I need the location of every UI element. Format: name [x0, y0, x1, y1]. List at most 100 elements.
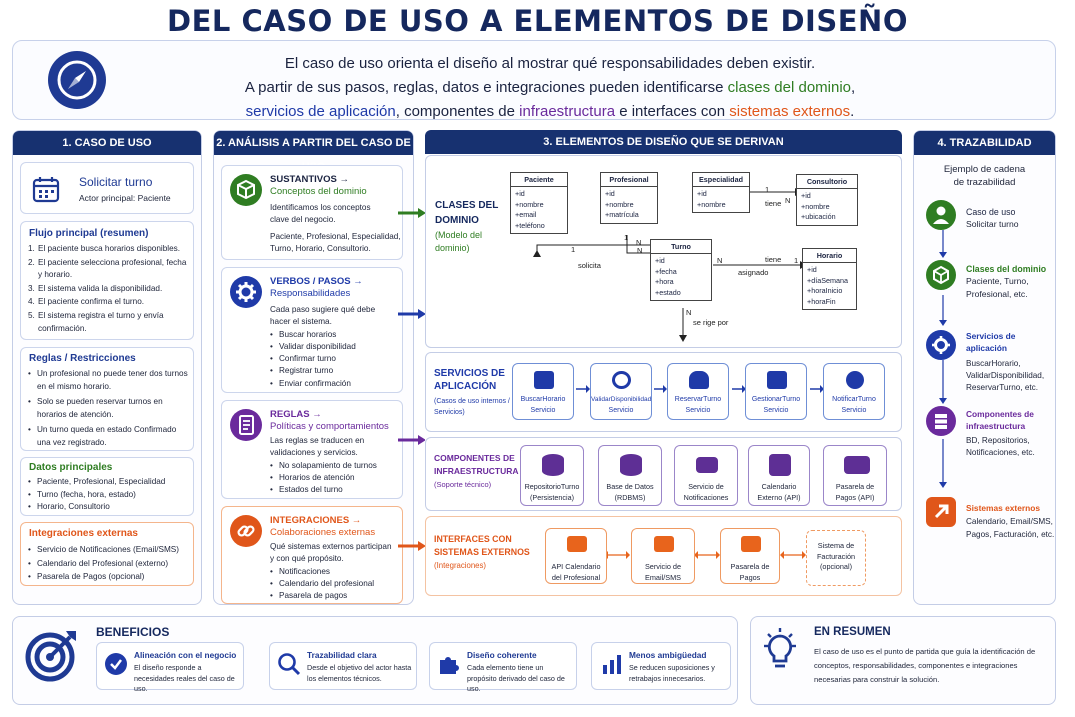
- list-item: Solo se pueden reservar turnos en horari…: [28, 396, 190, 421]
- class-name: Turno: [651, 240, 711, 254]
- intro-text-part: A partir de sus pasos, reglas, datos e i…: [244, 79, 728, 96]
- list-item: Enviar confirmación: [270, 378, 375, 391]
- intro-highlight-domain: clases del dominio: [727, 79, 852, 96]
- arrow-purple: [398, 435, 426, 445]
- class-attribute: +hora: [655, 277, 674, 286]
- verbs-card: VERBOS / PASOS →Responsabilidades Cada p…: [221, 267, 403, 393]
- external-name: API Calendario: [551, 562, 601, 571]
- list-item: 1.El paciente busca horarios disponibles…: [28, 243, 190, 256]
- card-body: Qué sistemas externos participan y con q…: [270, 541, 392, 603]
- rules-list: Un profesional no puede tener dos turnos…: [28, 368, 190, 450]
- class-attributes: +id+nombre+ubicación: [797, 189, 857, 225]
- trace-step-title: Sistemas externos: [966, 503, 1041, 513]
- trace-step-body: Notificaciones, etc.: [966, 447, 1035, 457]
- traceability-chain: [939, 230, 947, 488]
- trace-step-body: Solicitar turno: [966, 219, 1019, 230]
- intro-highlight-infra: infraestructura: [519, 103, 616, 120]
- services-title-line: APLICACIÓN: [434, 381, 497, 392]
- step-number: 1.: [28, 244, 35, 253]
- infrastructure-subtitle: (Soporte técnico): [434, 480, 492, 489]
- multiplicity-label: 1: [765, 185, 770, 194]
- trace-step-body: BuscarHorario,: [966, 358, 1021, 368]
- bell-icon: [846, 371, 864, 389]
- list-item: 3.El sistema valida la disponibilidad.: [28, 283, 190, 296]
- envelope-icon: [654, 536, 674, 552]
- infrastructure-panel: [425, 437, 902, 511]
- benefit-card: Alineación con el negocio El diseño resp…: [96, 642, 244, 693]
- card-title-text: SUSTANTIVOS →: [270, 174, 349, 185]
- main-flow-card: [20, 221, 194, 340]
- component-name: Base de Datos: [606, 482, 654, 491]
- external-desc: Email/SMS: [644, 572, 682, 582]
- card-title: REGLAS →Políticas y comportamientos: [270, 409, 389, 433]
- integrations-title: Integraciones externas: [29, 528, 138, 539]
- benefit-body: Desde el objetivo del actor hasta los el…: [307, 663, 412, 683]
- class-attribute: +id: [605, 189, 615, 198]
- card-body-line: Paciente, Profesional, Especialidad,: [270, 231, 401, 241]
- trace-step-title: Clases del dominio: [966, 264, 1047, 274]
- service-name: GestionarTurno: [751, 396, 801, 403]
- card-body: Identificamos los conceptos clave del ne…: [270, 202, 401, 255]
- component-desc: (Persistencia): [530, 492, 574, 502]
- infra-title-line: COMPONENTES DE: [434, 453, 515, 463]
- intro-text-part: e interfaces con: [615, 103, 730, 120]
- card-body-line: Turno, Horario, Consultorio.: [270, 243, 371, 253]
- cube-icon: [926, 260, 956, 290]
- card-title: INTEGRACIONES →Colaboraciones externas: [270, 515, 375, 539]
- class-attribute: +ubicación: [801, 212, 836, 221]
- class-especialidad: Especialidad +id+nombre: [692, 172, 750, 213]
- domain-title-line: DOMINIO: [435, 215, 479, 226]
- benefit-title: Alineación con el negocio: [134, 650, 237, 660]
- class-attribute: +horaFin: [807, 296, 836, 306]
- trace-step-title: Componentes de infraestructura: [966, 409, 1034, 432]
- link-icon: [230, 515, 262, 547]
- target-icon: [22, 627, 78, 683]
- database-icon: [620, 454, 642, 476]
- class-name: Paciente: [511, 173, 567, 187]
- benefit-body: Se reducen suposiciones y retrabajos inn…: [629, 663, 715, 683]
- page-title: DEL CASO DE USO A ELEMENTOS DE DISEÑO: [167, 4, 908, 38]
- card-body: Cada paso sugiere qué debe hacer el sist…: [270, 304, 375, 390]
- gear-icon: [926, 330, 956, 360]
- external-title-line: SISTEMAS EXTERNOS: [434, 546, 530, 557]
- trace-step-body: Paciente, Turno,: [966, 276, 1029, 287]
- data-list: Paciente, Profesional, Especialidad Turn…: [28, 476, 190, 514]
- list-item: 2.El paciente selecciona profesional, fe…: [28, 257, 190, 282]
- component-desc: Externo (API): [757, 492, 801, 502]
- service-name: ValidarDisponibilidad: [591, 396, 652, 403]
- service-arrows: [576, 385, 824, 393]
- list-item: Notificaciones: [270, 566, 392, 579]
- server-icon: [926, 406, 956, 436]
- credit-card-icon: [844, 456, 870, 474]
- card-body-line: Qué sistemas externos participan: [270, 542, 392, 551]
- class-attribute: +teléfono: [515, 220, 545, 230]
- flow-arrows: [398, 208, 426, 551]
- domain-title-line: CLASES DEL: [435, 200, 499, 211]
- card-list: Notificaciones Calendario del profesiona…: [270, 566, 392, 603]
- component-name: Pasarela de: [835, 482, 875, 491]
- external-title-line: INTERFACES CON: [434, 534, 512, 544]
- external-link-icon: [926, 497, 956, 527]
- puzzle-icon: [437, 652, 461, 676]
- trace-step-body: BD, Repositorios,: [966, 435, 1030, 445]
- arrow-orange: [398, 541, 426, 551]
- column-header: 1. CASO DE USO: [13, 131, 201, 155]
- list-item: No solapamiento de turnos: [270, 460, 377, 473]
- class-attributes: +id+fecha+hora+estado: [651, 254, 711, 300]
- list-item: Calendario del profesional: [270, 578, 392, 591]
- calendar-icon: [769, 454, 791, 476]
- class-attribute: +id: [515, 189, 525, 198]
- trace-step-body: Profesional, etc.: [966, 288, 1028, 299]
- analysis-cards: SUSTANTIVOS →Conceptos del dominio Ident…: [213, 130, 414, 605]
- trace-step-title: Caso de uso: [966, 207, 1016, 217]
- card-title-text: REGLAS →: [270, 409, 322, 420]
- intro-text-part: .: [850, 103, 855, 120]
- external-desc: del Profesional: [551, 572, 601, 582]
- list-item: Turno (fecha, hora, estado): [28, 489, 190, 502]
- association-label: tiene: [765, 199, 782, 208]
- intro-panel: [12, 40, 1056, 120]
